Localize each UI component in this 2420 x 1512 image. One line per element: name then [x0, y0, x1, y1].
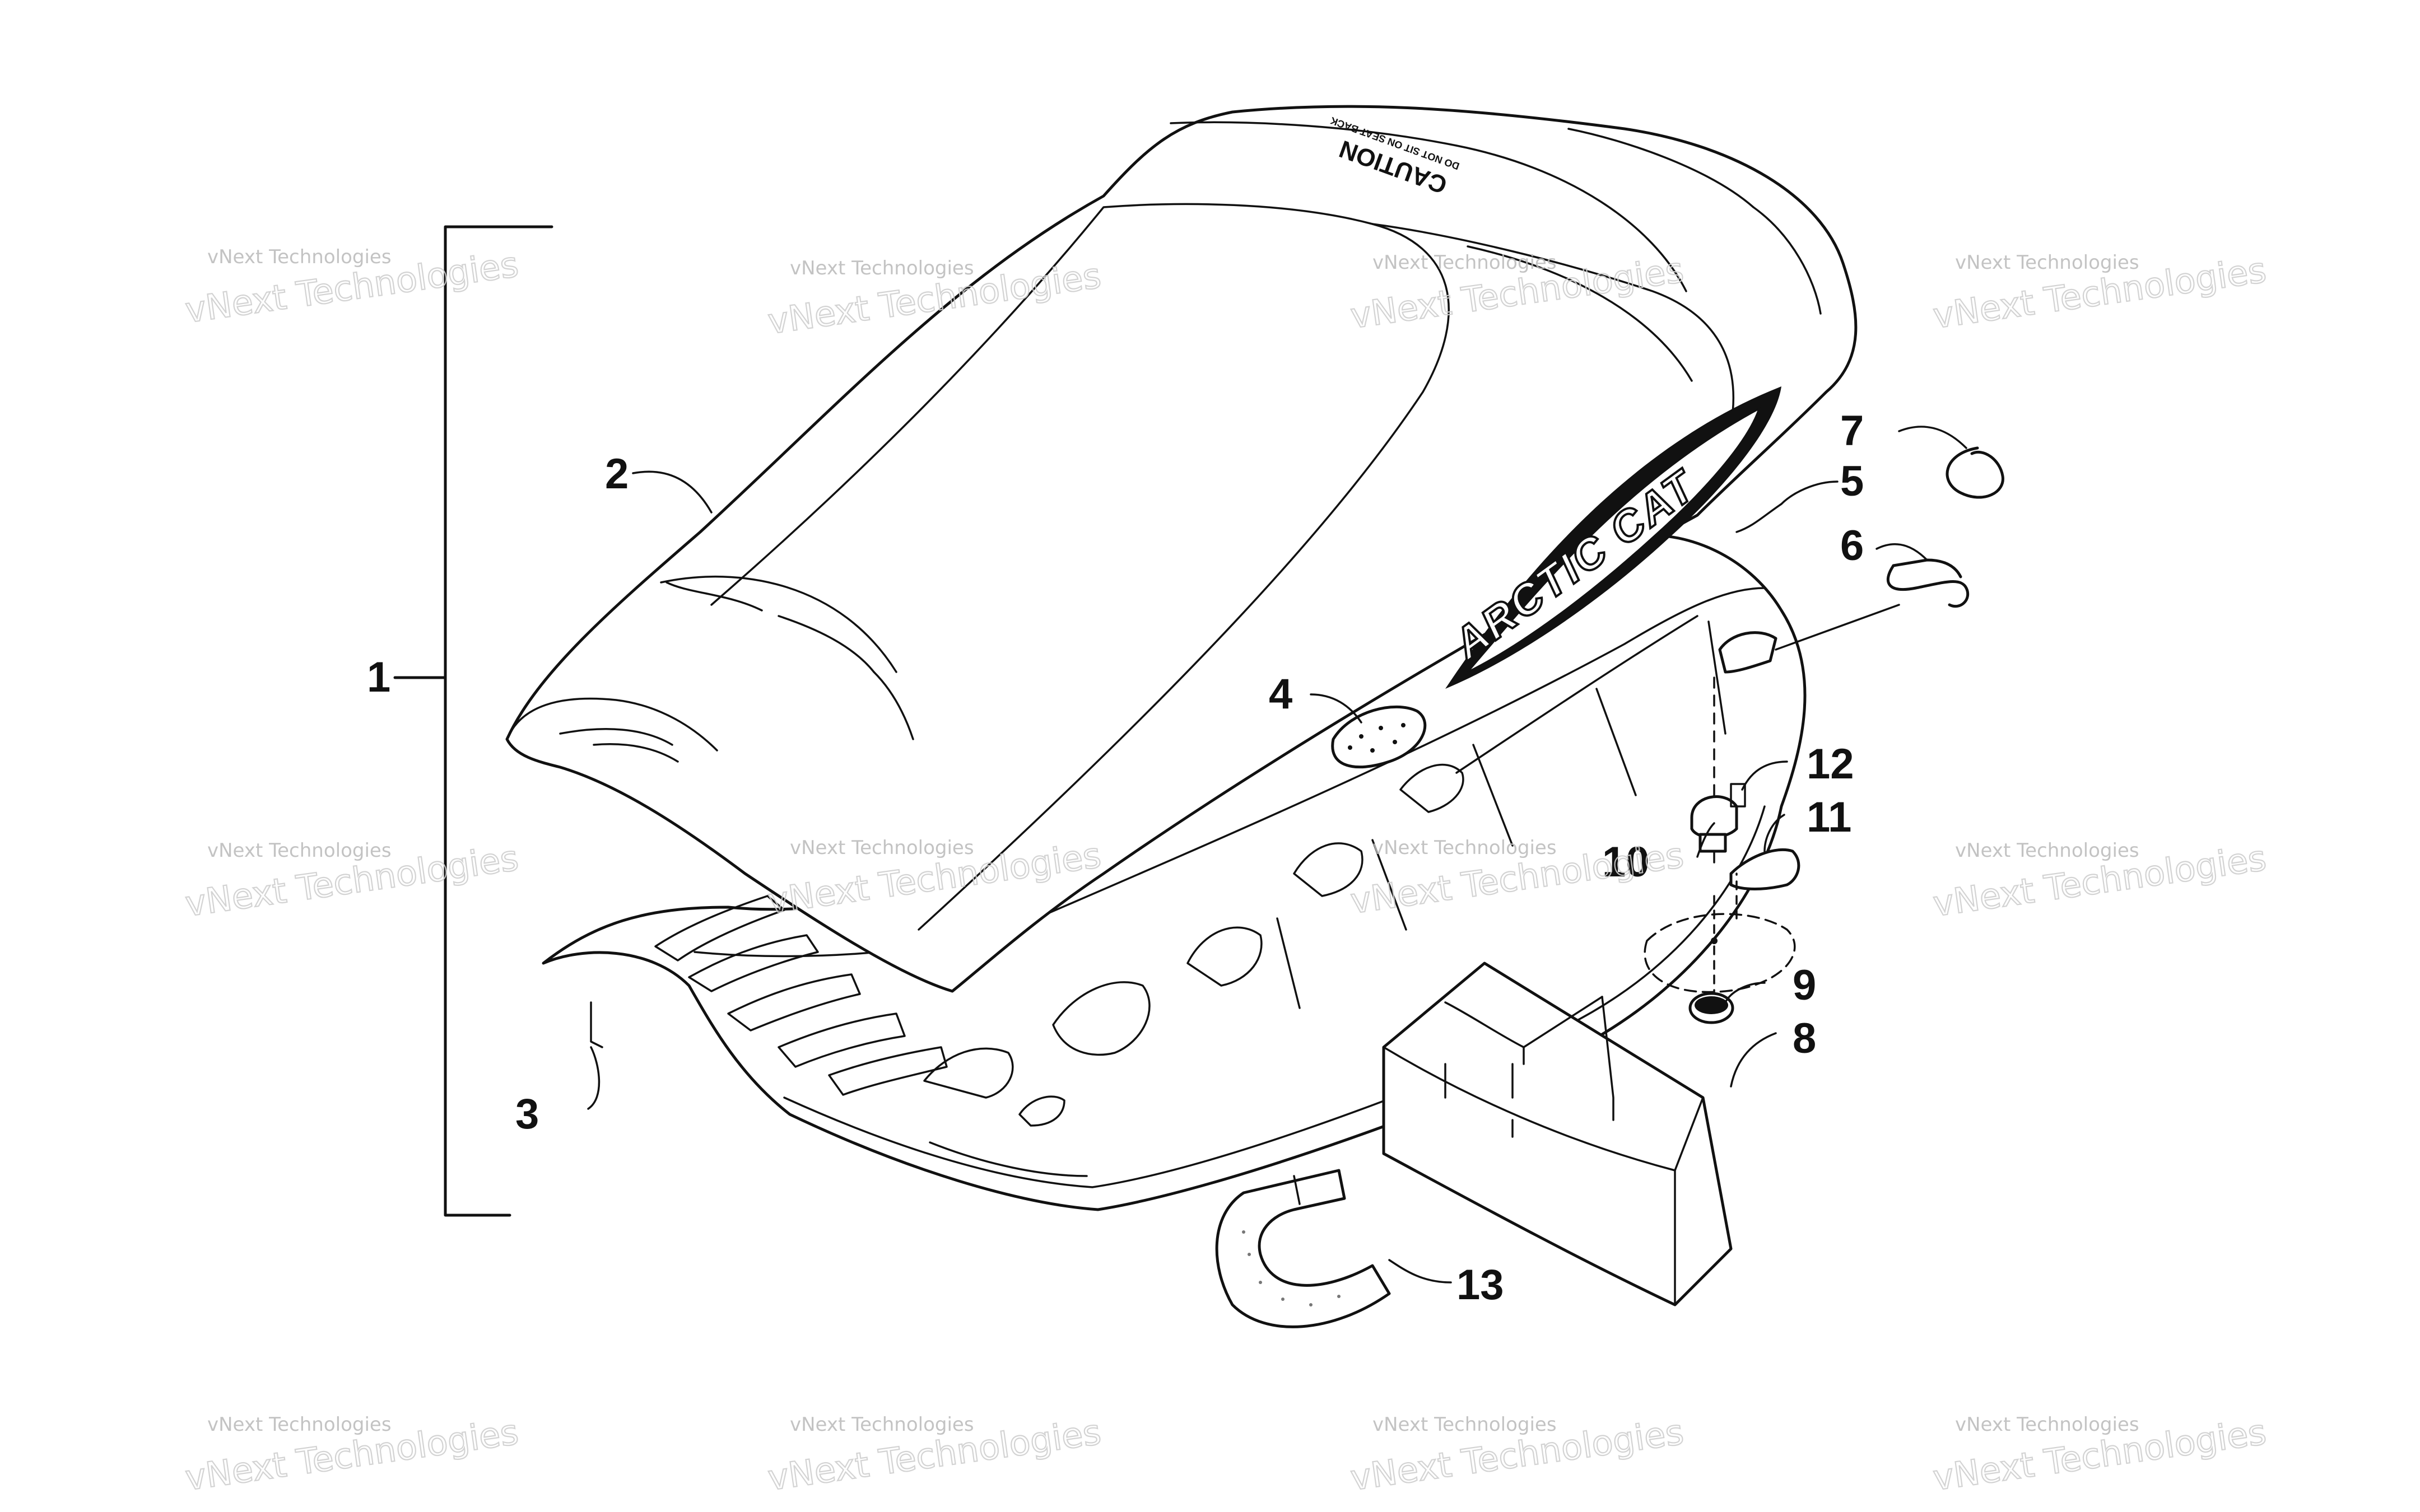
callout-9: 9 — [1793, 962, 1816, 1009]
callouts: 1 2 3 4 5 6 7 8 9 10 11 12 13 — [367, 407, 1864, 1309]
assembly-bracket — [393, 225, 553, 1217]
watermark-text: vNext Technologies — [790, 1413, 974, 1436]
callout-4: 4 — [1269, 670, 1292, 718]
watermark-text: vNext Technologies — [1372, 1413, 1557, 1436]
part-8-foam-block — [1382, 962, 1733, 1306]
latch-hardware — [1644, 676, 1800, 998]
part-6-hook — [1775, 558, 1970, 651]
watermark-text: vNext Technologies — [207, 1413, 392, 1436]
watermark-text: vNext Technologies — [1372, 837, 1557, 859]
part-9-grommet — [1688, 992, 1734, 1024]
callout-13: 13 — [1456, 1261, 1504, 1309]
watermark-text: vNext Technologies — [1955, 1413, 2139, 1436]
watermark-text: vNext Technologies — [790, 837, 974, 859]
callout-5: 5 — [1840, 458, 1864, 505]
callout-12: 12 — [1807, 740, 1854, 788]
callout-11: 11 — [1807, 794, 1851, 841]
seat-cushion — [505, 105, 1858, 993]
watermark-text: vNext Technologies — [1955, 251, 2139, 274]
watermark-text: vNext Technologies — [1955, 839, 2139, 862]
watermark-text: vNext Technologies — [207, 839, 392, 862]
part-7-ring — [1946, 446, 2004, 499]
callout-10: 10 — [1602, 838, 1650, 886]
part-13-strap — [1215, 1169, 1391, 1328]
watermark-text: vNext Technologies — [207, 246, 392, 268]
callout-8: 8 — [1793, 1015, 1816, 1062]
callout-6: 6 — [1840, 522, 1864, 570]
callout-7: 7 — [1840, 407, 1864, 455]
leader-lines — [587, 426, 1967, 1284]
watermark-text: vNext Technologies — [1372, 251, 1557, 274]
part-3-clip — [590, 1001, 603, 1048]
callout-3: 3 — [515, 1090, 539, 1138]
callout-1: 1 — [367, 654, 390, 701]
part-4-patch — [1331, 705, 1427, 769]
callout-2: 2 — [605, 450, 629, 498]
watermark-text: vNext Technologies — [790, 257, 974, 279]
